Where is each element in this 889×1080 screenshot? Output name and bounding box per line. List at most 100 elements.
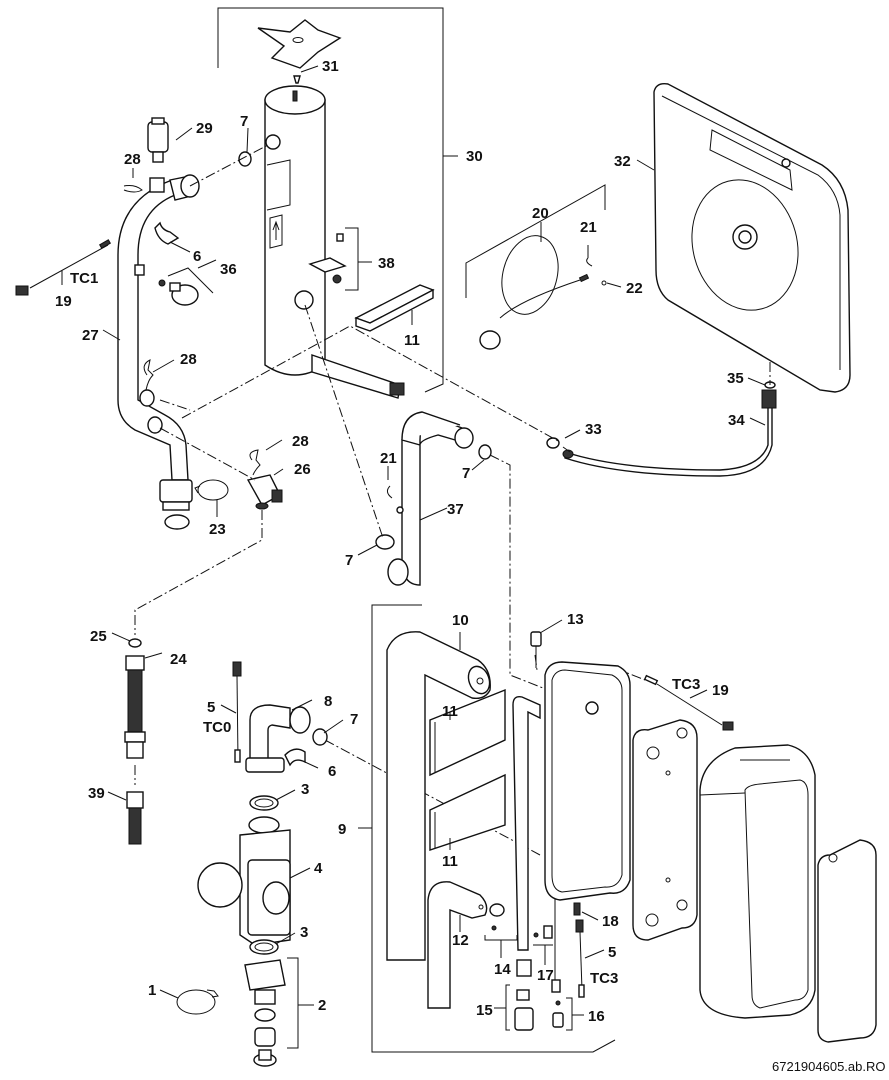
label-29: 29 bbox=[196, 120, 213, 137]
clip-6-elbow bbox=[284, 748, 306, 767]
label-26: 26 bbox=[294, 461, 311, 478]
end-plate bbox=[817, 839, 877, 1043]
flex-tube-24 bbox=[124, 655, 146, 759]
label-34: 34 bbox=[728, 412, 745, 429]
fitting-15 bbox=[494, 984, 534, 1031]
label-22: 22 bbox=[626, 280, 643, 297]
label-1: 1 bbox=[148, 982, 156, 999]
label-19: 19 bbox=[712, 682, 729, 699]
label-7: 7 bbox=[345, 552, 353, 569]
oring-7-pipe37-top bbox=[478, 444, 492, 460]
screw-31 bbox=[293, 75, 301, 84]
label-12: 12 bbox=[452, 932, 469, 949]
label-6: 6 bbox=[328, 763, 336, 780]
label-leaders bbox=[61, 65, 766, 556]
label-3: 3 bbox=[300, 924, 308, 941]
label-30: 30 bbox=[466, 148, 483, 165]
label-4: 4 bbox=[314, 860, 323, 877]
label-28: 28 bbox=[124, 151, 141, 168]
pressure-plate bbox=[632, 719, 698, 941]
pipe-27 bbox=[117, 174, 200, 530]
label-11: 11 bbox=[442, 703, 458, 720]
label-tc0: TC0 bbox=[203, 719, 231, 736]
clip-6-top bbox=[154, 221, 180, 245]
label-28: 28 bbox=[180, 351, 197, 368]
label-39: 39 bbox=[88, 785, 105, 802]
label-36: 36 bbox=[220, 261, 237, 278]
label-5: 5 bbox=[207, 699, 215, 716]
label-21: 21 bbox=[580, 219, 597, 236]
label-23: 23 bbox=[209, 521, 226, 538]
label-24: 24 bbox=[170, 651, 187, 668]
clip-21-lower bbox=[386, 485, 393, 499]
cable-5-tc0 bbox=[232, 661, 242, 763]
sensor-13 bbox=[530, 631, 542, 668]
bracket-9 bbox=[358, 604, 616, 1053]
label-20: 20 bbox=[532, 205, 549, 222]
clip-28-mid bbox=[143, 359, 154, 391]
seal-3-upper bbox=[249, 795, 279, 811]
label-7: 7 bbox=[240, 113, 248, 130]
label-6: 6 bbox=[193, 248, 201, 265]
tank-cylinder bbox=[264, 85, 405, 399]
valve-26 bbox=[246, 474, 283, 510]
label-33: 33 bbox=[585, 421, 602, 438]
label-27: 27 bbox=[82, 327, 99, 344]
label-10: 10 bbox=[452, 612, 469, 629]
clamp-14 bbox=[484, 903, 518, 958]
plate-heat-exchanger bbox=[544, 661, 631, 901]
fitting-set-2 bbox=[244, 957, 314, 1067]
pump-4 bbox=[197, 816, 291, 946]
label-25: 25 bbox=[90, 628, 107, 645]
label-3: 3 bbox=[301, 781, 309, 798]
ring-23 bbox=[194, 479, 229, 501]
clip-28-lower bbox=[249, 449, 261, 476]
label-2: 2 bbox=[318, 997, 326, 1014]
label-37: 37 bbox=[447, 501, 464, 518]
label-tc3: TC3 bbox=[590, 970, 618, 987]
sensor-36 bbox=[158, 279, 199, 306]
tank-cap-plate bbox=[257, 19, 342, 69]
hose-34 bbox=[562, 389, 777, 477]
label-8: 8 bbox=[324, 693, 332, 710]
label-31: 31 bbox=[322, 58, 339, 75]
label-38: 38 bbox=[378, 255, 395, 272]
expansion-vessel-32 bbox=[653, 82, 851, 393]
clip-18 bbox=[573, 902, 581, 916]
oring-7-pipe37-bottom bbox=[375, 534, 395, 550]
insulation-12 bbox=[427, 881, 488, 1009]
oring-7-elbow bbox=[312, 728, 328, 746]
oring-33 bbox=[546, 437, 560, 449]
label-9: 9 bbox=[338, 821, 346, 838]
label-tc1: TC1 bbox=[70, 270, 98, 287]
label-leaders-bottom bbox=[107, 619, 708, 999]
ring-1 bbox=[176, 989, 219, 1015]
sensor-cable-19-tc3 bbox=[643, 674, 734, 731]
label-21: 21 bbox=[380, 450, 397, 467]
label-16: 16 bbox=[588, 1008, 605, 1025]
label-7: 7 bbox=[462, 465, 470, 482]
reference-code: 6721904605.ab.RO bbox=[772, 1059, 885, 1074]
cable-5-tc3 bbox=[575, 919, 585, 998]
label-19: 19 bbox=[55, 293, 72, 310]
insulation-11-upper bbox=[429, 688, 506, 777]
label-11: 11 bbox=[404, 332, 420, 349]
cable-group-20 bbox=[465, 184, 607, 350]
label-5: 5 bbox=[608, 944, 616, 961]
label-18: 18 bbox=[602, 913, 619, 930]
insulation-frame bbox=[699, 744, 816, 1019]
label-35: 35 bbox=[727, 370, 744, 387]
label-32: 32 bbox=[614, 153, 631, 170]
label-11: 11 bbox=[442, 853, 458, 870]
label-15: 15 bbox=[476, 1002, 493, 1019]
insulation-11-top bbox=[354, 284, 435, 332]
label-7: 7 bbox=[350, 711, 358, 728]
adapter-39 bbox=[126, 791, 144, 845]
clip-28-top bbox=[123, 185, 143, 193]
pipe-37 bbox=[387, 411, 474, 586]
label-tc3: TC3 bbox=[672, 676, 700, 693]
sensor-cable-19-tc1 bbox=[15, 239, 112, 296]
label-13: 13 bbox=[567, 611, 584, 628]
pipe-left-exchanger bbox=[512, 695, 541, 977]
